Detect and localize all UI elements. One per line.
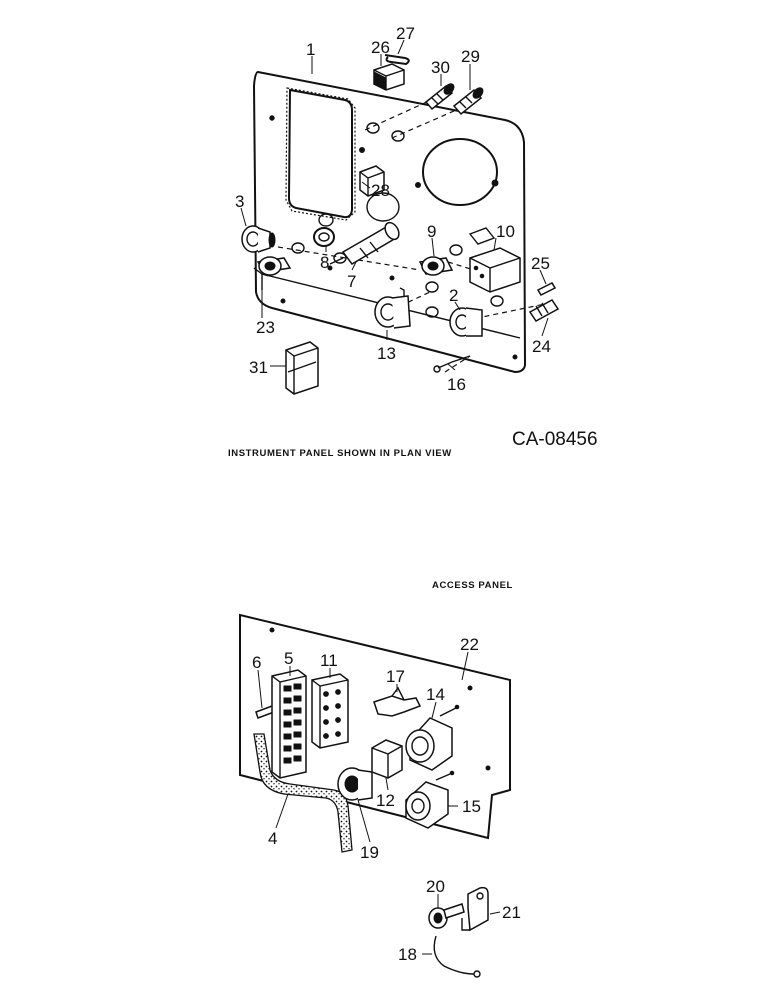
- callout-12: 12: [376, 791, 395, 810]
- callout-8: 8: [320, 253, 329, 272]
- part-9-gauge: [418, 256, 454, 276]
- callout-22: 22: [460, 635, 479, 654]
- callout-14: 14: [426, 685, 445, 704]
- part-24-connector: [528, 299, 560, 322]
- callout-18: 18: [398, 945, 417, 964]
- part-3-gauge: [241, 225, 276, 253]
- callout-24: 24: [532, 337, 551, 356]
- callout-31: 31: [249, 358, 268, 377]
- callout-3: 3: [235, 192, 244, 211]
- callout-4: 4: [268, 829, 277, 848]
- callout-30: 30: [431, 58, 450, 77]
- part-21-clamp: [461, 886, 489, 932]
- callout-27: 27: [396, 24, 415, 43]
- callout-1: 1: [306, 40, 315, 59]
- callout-23: 23: [256, 318, 275, 337]
- callout-29: 29: [461, 47, 480, 66]
- part-15-switch: [405, 770, 455, 829]
- callout-5: 5: [284, 649, 293, 668]
- callout-13: 13: [377, 344, 396, 363]
- callout-11: 11: [320, 651, 338, 670]
- instrument-panel-caption: INSTRUMENT PANEL SHOWN IN PLAN VIEW: [228, 448, 452, 459]
- callout-7: 7: [347, 272, 356, 291]
- panel-window-cutout: [287, 88, 353, 219]
- callout-17: 17: [386, 667, 405, 686]
- part-10-module: [468, 227, 521, 293]
- instrument-panel-plate: [252, 70, 527, 374]
- part-16-wire: [433, 355, 471, 373]
- part-30-lamp-socket: [424, 83, 455, 111]
- part-7-switch: [329, 221, 400, 265]
- part-12-relay: [371, 739, 403, 779]
- part-17-bracket: [373, 686, 422, 717]
- figure-code: CA-08456: [512, 429, 598, 450]
- large-gauge-hole: [422, 138, 498, 206]
- part-31-bracket: [285, 341, 319, 395]
- part-8-grommet: [313, 227, 335, 247]
- part-5-fuse-block: [271, 669, 307, 779]
- callout-26: 26: [371, 38, 390, 57]
- callout-28: 28: [371, 181, 390, 200]
- part-11-terminal-block: [311, 673, 349, 749]
- callout-9: 9: [427, 222, 436, 241]
- callout-16: 16: [447, 375, 466, 394]
- part-29-lamp-socket: [452, 87, 484, 116]
- callout-6: 6: [252, 653, 261, 672]
- callout-15: 15: [462, 797, 481, 816]
- instrument-panel: 1 26 27 30 29 28 3 8 7 9 10 25 2 23 13 2…: [228, 24, 598, 459]
- part-18-wire: [433, 935, 481, 978]
- part-14-switch: [405, 704, 460, 771]
- part-13-gauge: [374, 287, 411, 329]
- callout-2: 2: [449, 286, 458, 305]
- access-panel-caption: ACCESS PANEL: [432, 580, 513, 591]
- part-27-clip: [384, 54, 410, 66]
- part-2-gauge: [449, 307, 483, 337]
- access-panel: ACCESS PANEL: [239, 580, 521, 978]
- callout-20: 20: [426, 877, 445, 896]
- callout-10: 10: [496, 222, 515, 241]
- part-19-gauge: [337, 767, 373, 801]
- part-23-gauge: [256, 256, 292, 276]
- callout-21: 21: [502, 903, 521, 922]
- part-25-fuse: [536, 282, 557, 296]
- callout-19: 19: [360, 843, 379, 862]
- access-panel-plate: [239, 613, 511, 840]
- callout-25: 25: [531, 254, 550, 273]
- part-4-harness: [253, 733, 353, 853]
- part-26-relay: [373, 63, 405, 91]
- part-20-sender: [428, 903, 465, 929]
